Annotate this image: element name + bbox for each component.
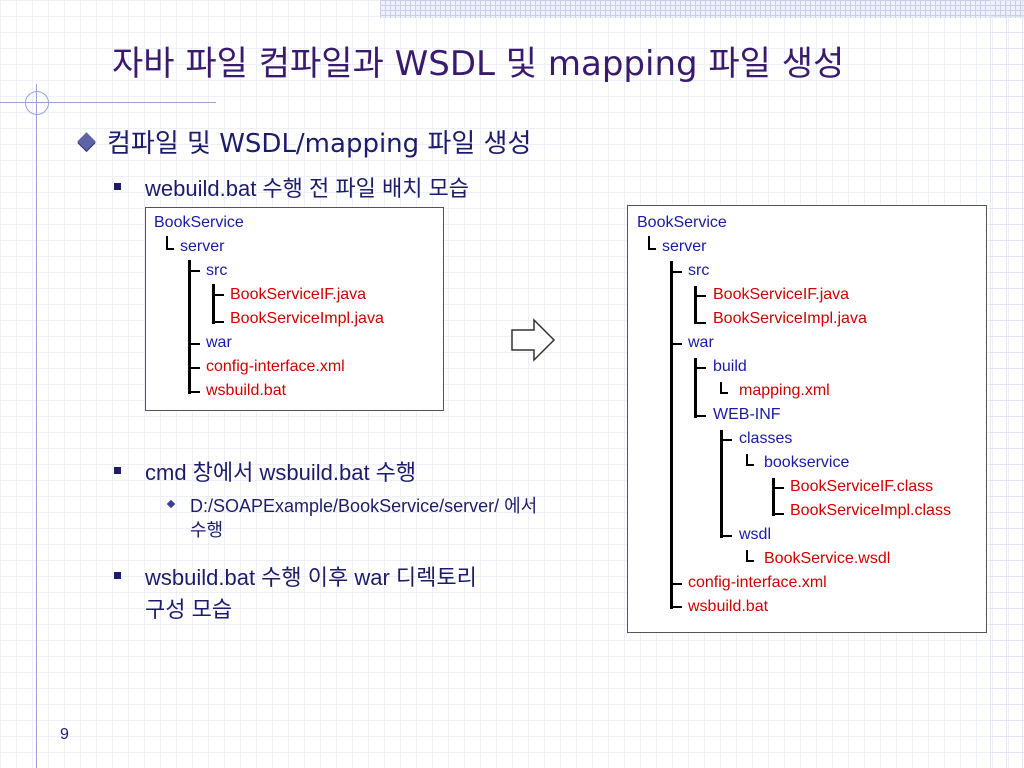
tree-node: BookServiceIF.java	[230, 286, 367, 303]
tree-node: wsbuild.bat	[206, 382, 287, 399]
connector	[694, 295, 706, 297]
tree-node: config-interface.xml	[688, 574, 827, 591]
tree-after-box: BookService server src BookServiceIF.jav…	[627, 205, 987, 633]
connector	[166, 236, 168, 250]
tree-node: bookservice	[764, 454, 850, 471]
item-path-line1: D:/SOAPExample/BookService/server/ 에서	[190, 496, 538, 516]
tree-node: classes	[739, 430, 793, 447]
square-bullet-icon	[114, 572, 121, 579]
connector	[188, 260, 191, 394]
tree-node: wsdl	[739, 526, 772, 543]
connector	[694, 367, 706, 369]
tree-node: war	[206, 334, 232, 351]
connector	[188, 391, 200, 393]
tree-before-box: BookService server src BookServiceIF.jav…	[145, 207, 444, 411]
heading-bullet: 컴파일 및 WSDL/mapping 파일 생성	[72, 123, 531, 160]
connector	[670, 606, 682, 608]
connector	[212, 284, 215, 324]
right-pattern-column	[990, 0, 1024, 768]
square-bullet-icon	[114, 467, 121, 474]
connector	[648, 236, 650, 250]
connector	[720, 535, 732, 537]
tree-node: BookService	[637, 214, 727, 231]
item-path-line2: 수행	[190, 520, 224, 540]
connector	[694, 358, 697, 418]
connector	[166, 248, 174, 250]
connector	[670, 261, 673, 609]
decor-circle	[25, 91, 49, 115]
connector	[670, 583, 682, 585]
connector	[694, 322, 706, 324]
square-bullet-icon	[114, 183, 121, 190]
tree-node: war	[688, 334, 714, 351]
tree-node: BookServiceIF.class	[790, 478, 934, 495]
tree-node: server	[180, 238, 225, 255]
right-arrow-icon	[511, 318, 556, 362]
slide-title: 자바 파일 컴파일과 WSDL 및 mapping 파일 생성	[112, 44, 845, 84]
tree-node: src	[688, 262, 710, 279]
tree-node: server	[662, 238, 707, 255]
decor-hline	[0, 102, 216, 103]
tree-node: wsbuild.bat	[688, 598, 769, 615]
tree-node: BookServiceImpl.java	[713, 310, 867, 327]
connector	[720, 439, 732, 441]
connector	[720, 392, 728, 394]
connector	[188, 270, 200, 272]
connector	[670, 343, 682, 345]
tree-node: BookService	[154, 214, 244, 231]
decor-vline	[36, 84, 37, 768]
item-cmd: cmd 창에서 wsbuild.bat 수행	[145, 460, 417, 485]
item-webuild: webuild.bat 수행 전 파일 배치 모습	[145, 176, 470, 201]
tree-node: build	[713, 358, 747, 375]
item-after-line1: wsbuild.bat 수행 이후 war 디렉토리	[145, 565, 477, 590]
diamond-bullet-icon	[77, 132, 96, 151]
tree-node: mapping.xml	[739, 382, 830, 399]
connector	[694, 286, 697, 324]
tree-node: config-interface.xml	[206, 358, 345, 375]
connector	[746, 550, 748, 562]
tree-node: BookServiceImpl.class	[790, 502, 951, 519]
item-after-line2: 구성 모습	[145, 597, 233, 622]
connector	[188, 367, 200, 369]
tree-node: BookServiceIF.java	[713, 286, 850, 303]
connector	[772, 487, 784, 489]
connector	[720, 382, 722, 394]
tree-node: WEB-INF	[713, 406, 781, 423]
connector	[772, 478, 775, 516]
connector	[670, 271, 682, 273]
page-number: 9	[60, 726, 69, 743]
connector	[720, 430, 723, 538]
connector	[212, 321, 224, 323]
connector	[746, 454, 748, 466]
tree-node: BookService.wsdl	[764, 550, 891, 567]
tree-node: BookServiceImpl.java	[230, 310, 384, 327]
top-pattern-band	[380, 0, 1024, 18]
connector	[694, 415, 706, 417]
tree-node: src	[206, 262, 228, 279]
connector	[746, 464, 754, 466]
connector	[212, 294, 224, 296]
connector	[188, 343, 200, 345]
connector	[772, 513, 784, 515]
heading-text: 컴파일 및 WSDL/mapping 파일 생성	[107, 129, 532, 159]
connector	[648, 248, 656, 250]
connector	[746, 560, 754, 562]
